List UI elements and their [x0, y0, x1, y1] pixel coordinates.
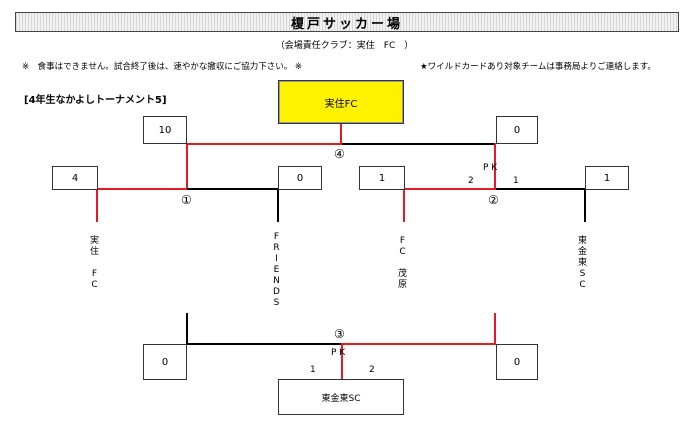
team-name-char: D	[273, 287, 280, 297]
third-left-score: 0	[161, 356, 169, 368]
final-left-vertical	[186, 143, 188, 189]
champion-box: 実住FC	[278, 80, 404, 124]
team-name-char: C	[579, 280, 586, 290]
semi2-pk-label: P K	[483, 163, 498, 173]
team-name-char: 原	[398, 280, 408, 290]
semi2-right-line	[496, 188, 585, 190]
semi1-right-score: 0	[296, 172, 304, 184]
third-pk-left: 1	[310, 365, 316, 375]
semi2-left-vertical	[403, 188, 405, 222]
semi1-right-vertical	[277, 188, 279, 222]
team-name-char: 金	[578, 247, 588, 257]
champion-name: 実住FC	[324, 98, 358, 110]
team-name-char: N	[273, 276, 280, 286]
team-name-char: E	[273, 265, 280, 275]
third-pk-right: 2	[369, 365, 375, 375]
final-right-score: 0	[513, 124, 521, 136]
final-right-score-box: 0	[496, 116, 538, 144]
team-name-char: F	[399, 236, 406, 246]
team-name-char: 東	[578, 258, 588, 268]
team-name-char: S	[273, 298, 280, 308]
third-right-line	[342, 343, 496, 345]
third-right-score: 0	[513, 356, 521, 368]
header-bar: 榎戸サッカー場	[15, 12, 679, 32]
team-name-char: 住	[90, 247, 100, 257]
page-title: 榎戸サッカー場	[290, 16, 403, 32]
semi2-left-score: 1	[378, 172, 386, 184]
third-right-vertical	[494, 313, 496, 345]
team-name-char: R	[273, 243, 280, 253]
notice-right: ★ワイルドカードあり対象チームは事務局よりご連絡します。	[420, 62, 656, 72]
team-name-char: F	[91, 269, 98, 279]
semi2-pk-right: 1	[513, 176, 519, 186]
third-left-vertical	[186, 313, 188, 345]
third-pk-label: P K	[331, 348, 346, 358]
third-stem-line	[341, 343, 343, 379]
third-left-score-box: 0	[143, 344, 187, 380]
match-label-4: ④	[334, 147, 345, 161]
tournament-name: [4年生なかよしトーナメント5]	[24, 95, 167, 106]
team-name-char: C	[399, 247, 406, 257]
subtitle: （会場責任クラブ：実住 FC ）	[275, 41, 414, 51]
semi1-left-score: 4	[71, 172, 79, 184]
team-name-char: I	[275, 254, 278, 264]
match-label-2: ②	[488, 193, 499, 207]
third-winner-name: 東金東SC	[321, 393, 361, 404]
semi1-left-line	[97, 188, 187, 190]
semi1-right-score-box: 0	[278, 166, 322, 190]
notice-left: ※ 食事はできません。試合終了後は、速やかな撤収にご協力下さい。 ※	[22, 62, 303, 72]
semi2-right-vertical	[584, 188, 586, 222]
semi2-left-line	[404, 188, 496, 190]
semi1-left-vertical	[96, 188, 98, 222]
team-name-char: C	[91, 280, 98, 290]
third-right-score-box: 0	[496, 344, 538, 380]
final-right-line	[342, 143, 496, 145]
semi2-right-score: 1	[603, 172, 611, 184]
third-winner-box: 東金東SC	[278, 379, 404, 415]
semi1-right-line	[187, 188, 278, 190]
team-name-char: S	[579, 269, 586, 279]
third-left-line	[187, 343, 342, 345]
team-name-char: 茂	[398, 269, 408, 279]
semi2-pk-left: 2	[468, 176, 474, 186]
match-label-1: ①	[181, 193, 192, 207]
semi1-left-score-box: 4	[52, 166, 98, 190]
final-stem-line	[340, 124, 342, 144]
final-right-vertical	[494, 143, 496, 189]
final-left-score: 10	[158, 124, 172, 136]
team-name-char: 東	[578, 236, 588, 246]
final-left-line	[187, 143, 342, 145]
team-name-char: F	[273, 232, 280, 242]
match-label-3: ③	[334, 327, 345, 341]
semi2-left-score-box: 1	[359, 166, 405, 190]
final-left-score-box: 10	[143, 116, 187, 144]
team-name-char: 実	[90, 236, 100, 246]
semi2-right-score-box: 1	[585, 166, 629, 190]
